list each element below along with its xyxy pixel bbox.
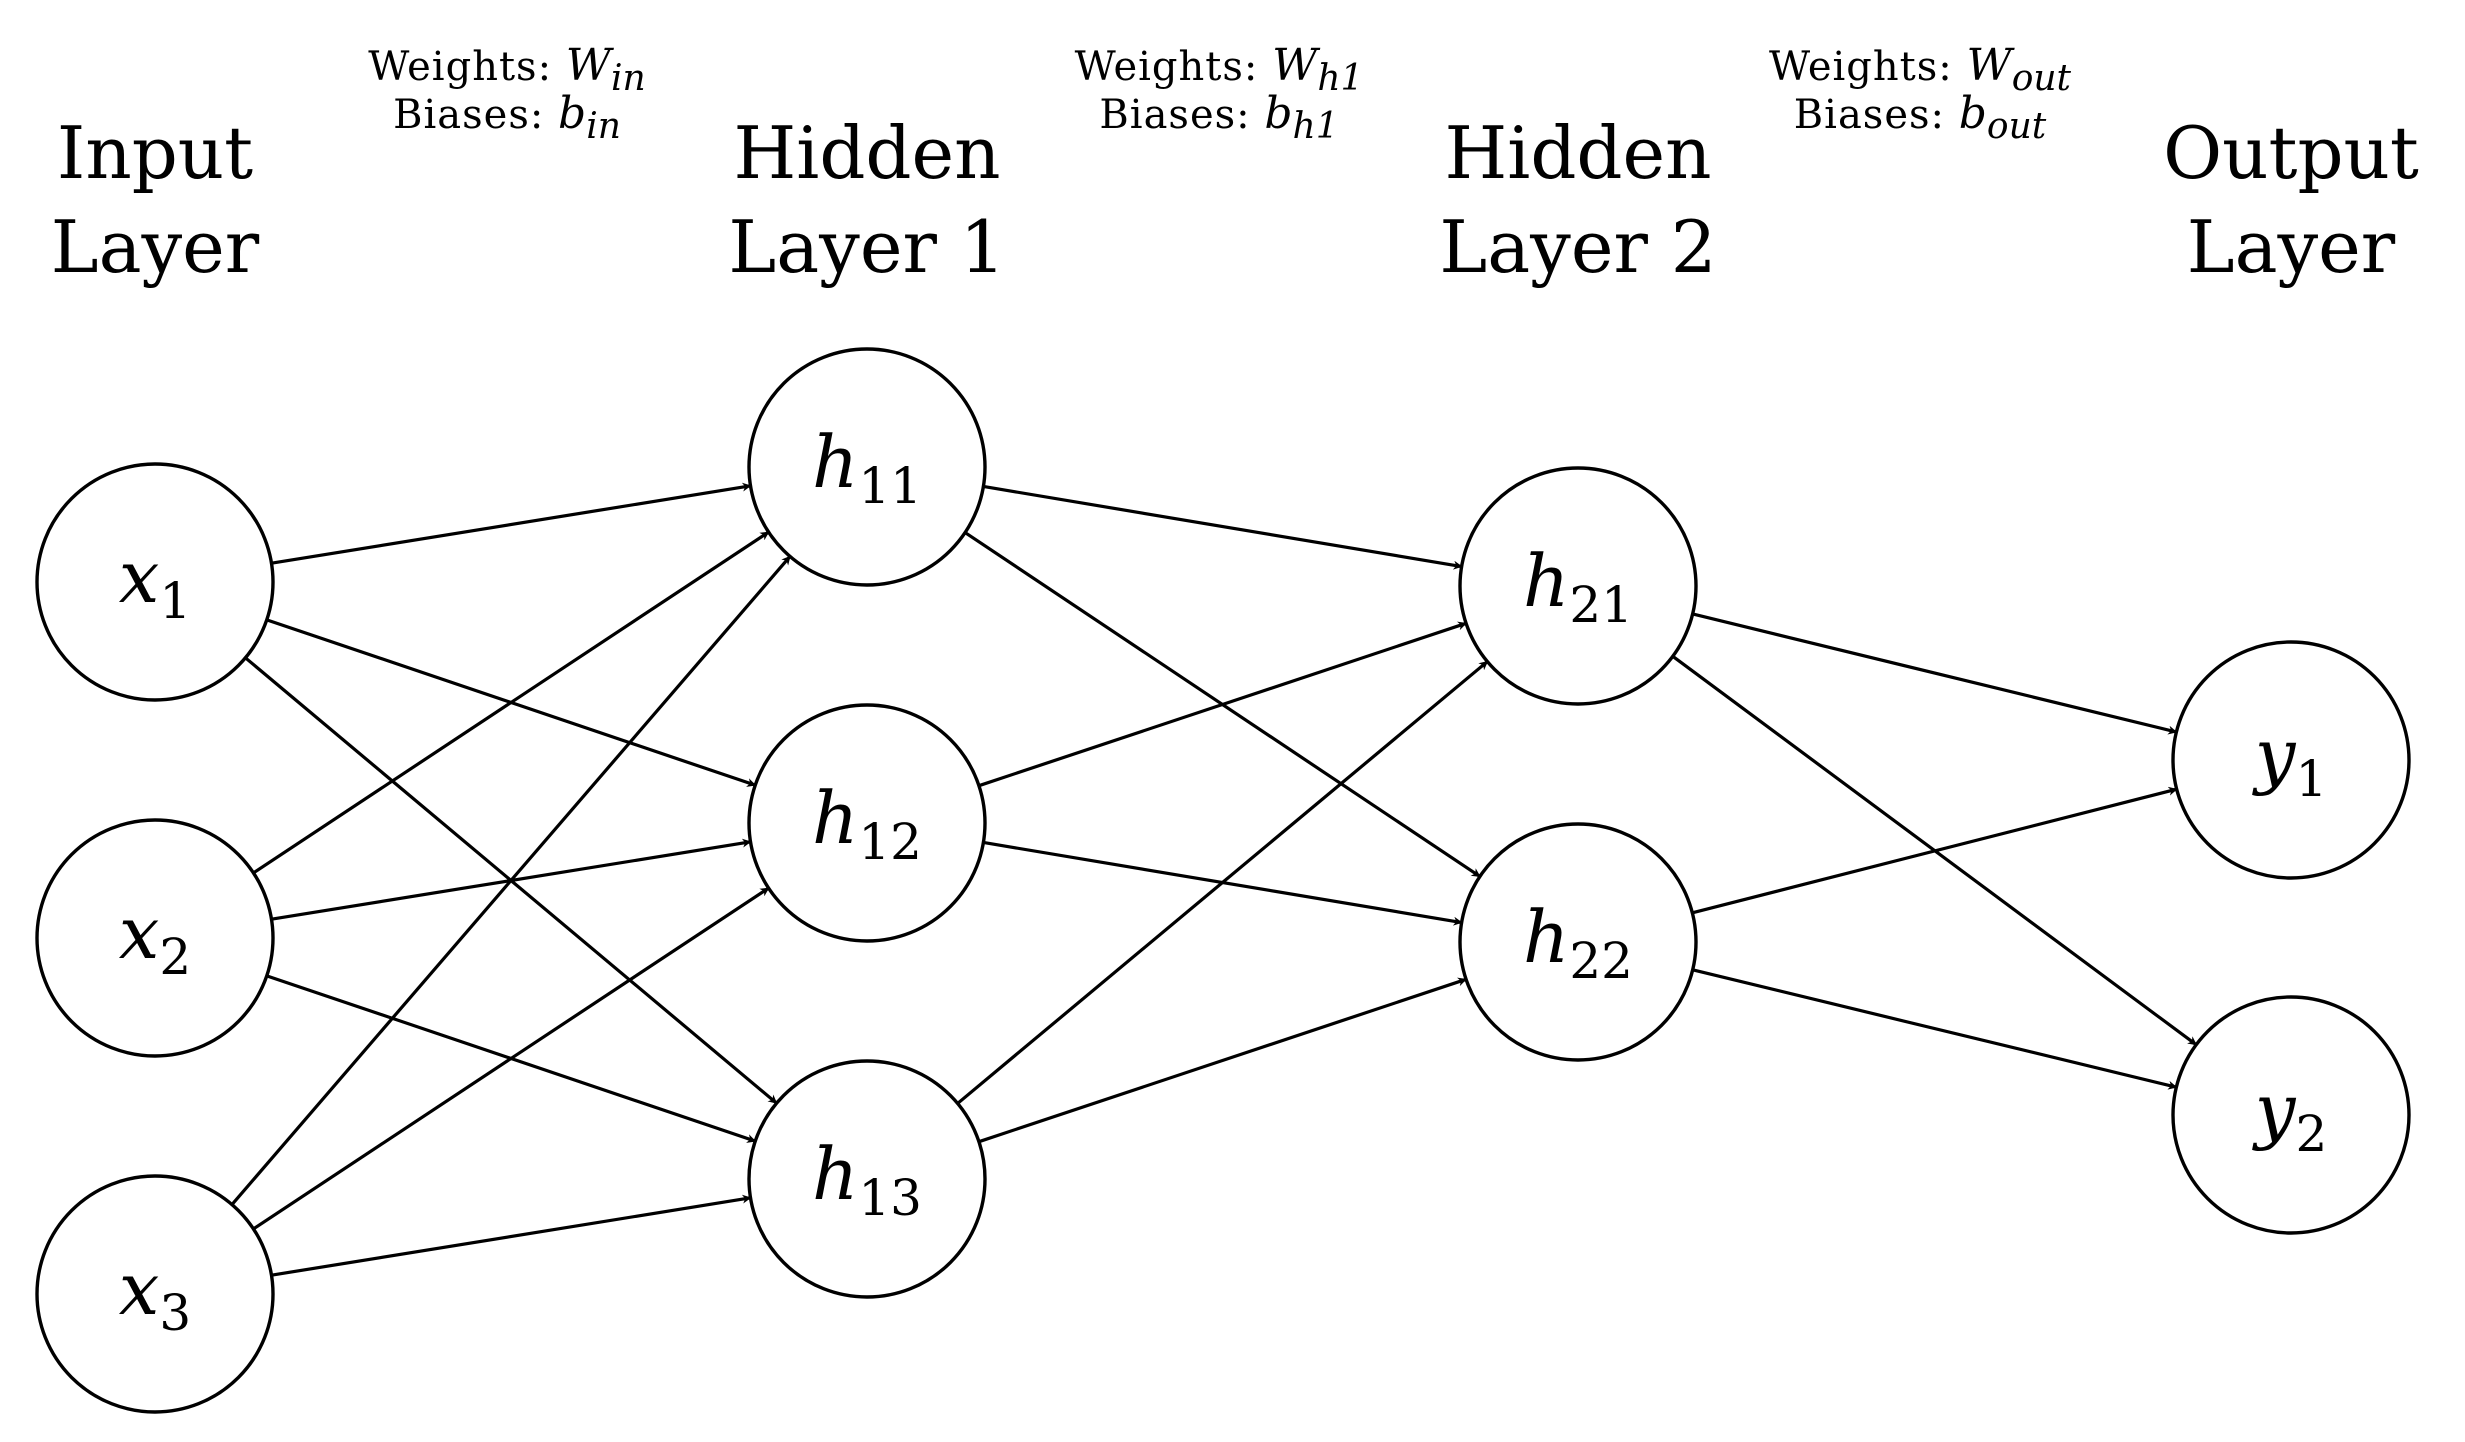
node-x1: x1 [35, 462, 275, 702]
node-circle-y2 [2171, 995, 2411, 1235]
param-weights-in: Weights: Win [368, 40, 645, 99]
node-label-y1: y1 [2252, 713, 2328, 808]
node-circle-x1 [35, 462, 275, 702]
param-weights-out: Weights: Wout [1769, 40, 2072, 99]
layer-title-hidden2-line-1: Hidden [1445, 111, 1712, 195]
node-h12: h12 [747, 703, 987, 943]
node-circle-h13 [747, 1059, 987, 1299]
node-h11: h11 [747, 347, 987, 587]
layer-title-output-line-1: Output [2163, 111, 2419, 195]
edge-h12-h21 [978, 621, 1467, 788]
node-label-x1: x1 [119, 535, 191, 630]
param-biases-in: Biases: bin [393, 88, 621, 147]
edge-h21-y1 [1692, 612, 2178, 735]
edge-x3-h11 [230, 555, 792, 1206]
node-x3: x3 [35, 1174, 275, 1414]
layer-title-hidden2-line-2: Layer 2 [1439, 205, 1716, 289]
layer-title-output-line-2: Layer [2187, 205, 2396, 289]
node-y2: y2 [2171, 995, 2411, 1235]
edge-x3-h12 [252, 886, 770, 1231]
node-label-h22: h22 [1523, 895, 1633, 990]
node-y1: y1 [2171, 640, 2411, 880]
edge-x2-h11 [252, 530, 770, 875]
node-circle-x2 [35, 818, 275, 1058]
param-biases-out: Biases: bout [1794, 88, 2047, 147]
node-x2: x2 [35, 818, 275, 1058]
node-label-y2: y2 [2252, 1068, 2328, 1163]
node-circle-h11 [747, 347, 987, 587]
node-h13: h13 [747, 1059, 987, 1299]
edge-x1-h11 [271, 482, 752, 565]
edge-h11-h21 [983, 484, 1463, 570]
node-circle-h21 [1458, 466, 1698, 706]
node-h22: h22 [1458, 822, 1698, 1062]
edge-x3-h13 [271, 1194, 752, 1277]
node-label-h12: h12 [812, 776, 922, 871]
layer-title-input-line-2: Layer [51, 205, 260, 289]
node-circle-h22 [1458, 822, 1698, 1062]
node-circle-x3 [35, 1174, 275, 1414]
layer-title-hidden1-line-2: Layer 1 [728, 205, 1005, 289]
connections-group [230, 482, 2198, 1277]
param-biases-h1: Biases: bh1 [1099, 88, 1338, 147]
node-label-h21: h21 [1523, 539, 1633, 634]
edge-h13-h22 [978, 977, 1467, 1144]
node-label-h11: h11 [812, 420, 922, 515]
node-label-x2: x2 [119, 891, 191, 986]
node-h21: h21 [1458, 466, 1698, 706]
edge-h22-y2 [1692, 968, 2178, 1090]
param-weights-h1: Weights: Wh1 [1075, 40, 1364, 99]
layer-title-input-line-1: Input [57, 111, 253, 195]
node-label-h13: h13 [812, 1132, 922, 1227]
node-label-x3: x3 [119, 1247, 191, 1342]
edge-h22-y1 [1691, 786, 2178, 915]
node-circle-y1 [2171, 640, 2411, 880]
node-circle-h12 [747, 703, 987, 943]
nodes-group: x1 x2 x3 h11 h12 h13 h21 h22 y1 y2 [35, 347, 2411, 1414]
edge-h13-h21 [956, 660, 1489, 1105]
layer-title-hidden1-line-1: Hidden [734, 111, 1001, 195]
